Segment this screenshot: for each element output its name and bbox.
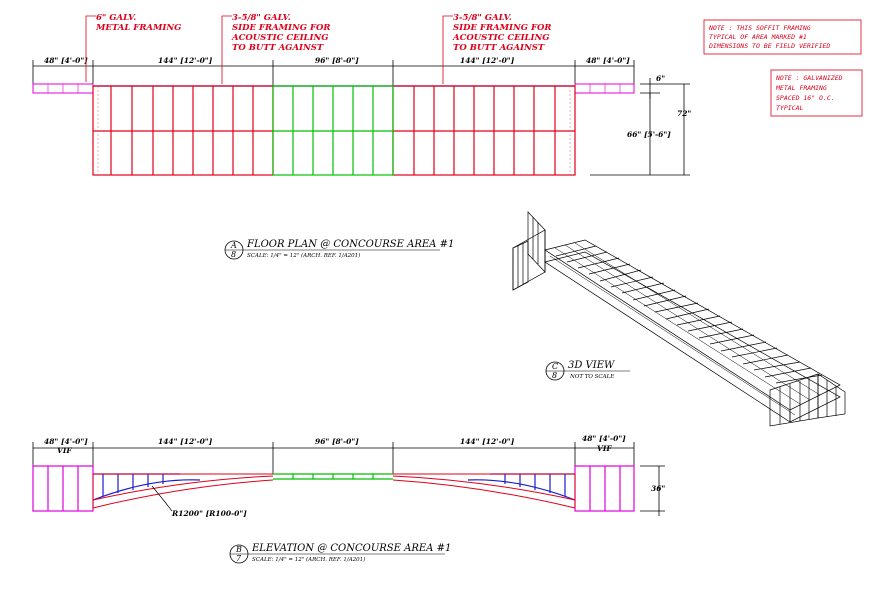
callout-metal-framing-1: 6" GALV.: [96, 13, 136, 23]
elev-dim-48-right: 48" [4'-0"]: [582, 434, 626, 443]
note2-line1: NOTE : GALVANIZED: [775, 74, 843, 82]
plan-dim-144-right: 144" [12'-0"]: [460, 56, 515, 65]
elev-dim-48-left: 48" [4'-0"]: [44, 437, 88, 446]
note-box-2: NOTE : GALVANIZED METAL FRAMING SPACED 1…: [770, 69, 863, 117]
callout-side-right-4: TO BUTT AGAINST: [453, 43, 545, 53]
plan-dim-66: 66" [5'-6"]: [627, 130, 671, 139]
plan-top-dimensions: [32, 60, 635, 92]
plan-dim-6: 6": [656, 74, 665, 83]
plan-bubble-sheet: 8: [231, 250, 236, 259]
view3d-bubble-letter: C: [552, 362, 558, 371]
callout-side-right-1: 3-5/8" GALV.: [453, 13, 512, 23]
elev-scale: SCALE: 1/4" = 12" (ARCH. REF. 1/A201): [252, 556, 365, 563]
plan-framing-grid: [92, 85, 576, 176]
view3d-title-block: C 8 3D VIEW NOT TO SCALE: [545, 360, 630, 381]
elev-title-block: B 7 ELEVATION @ CONCOURSE AREA #1 SCALE:…: [229, 543, 451, 564]
plan-acoustic-zone: [272, 85, 394, 176]
plan-end-wall-right: [574, 83, 635, 94]
view3d-title: 3D VIEW: [568, 360, 615, 371]
note1-line1: NOTE : THIS SOFFIT FRAMING: [708, 24, 811, 32]
callout-side-left-4: TO BUTT AGAINST: [232, 43, 324, 53]
elev-dim-144-right: 144" [12'-0"]: [460, 437, 515, 446]
plan-right-dimensions: [590, 78, 690, 176]
callout-side-right-2: SIDE FRAMING FOR: [453, 23, 552, 33]
callout-side-left-1: 3-5/8" GALV.: [232, 13, 291, 23]
isometric-3d-view: [512, 211, 846, 427]
note-box-1: NOTE : THIS SOFFIT FRAMING TYPICAL OF AR…: [703, 19, 862, 55]
plan-bubble-letter: A: [230, 241, 237, 250]
callout-side-left-3: ACOUSTIC CEILING: [231, 33, 329, 43]
callout-side-right-3: ACOUSTIC CEILING: [452, 33, 550, 43]
plan-title-block: A 8 FLOOR PLAN @ CONCOURSE AREA #1 SCALE…: [224, 239, 454, 260]
callout-metal-framing-2: METAL FRAMING: [95, 23, 181, 33]
plan-dim-48-left: 48" [4'-0"]: [44, 56, 88, 65]
note2-line4: TYPICAL: [776, 104, 803, 112]
elevation: 48" [4'-0"] VIF 144" [12'-0"] 96" [8'-0"…: [32, 434, 665, 518]
plan-title: FLOOR PLAN @ CONCOURSE AREA #1: [246, 239, 454, 250]
plan-dim-72: 72": [677, 109, 691, 118]
elev-bubble-sheet: 7: [236, 554, 242, 563]
elev-curved-soffit: [92, 473, 576, 509]
elev-vif-left: VIF: [57, 446, 72, 455]
view3d-scale: NOT TO SCALE: [569, 374, 614, 380]
floor-plan: 48" [4'-0"] 144" [12'-0"] 96" [8'-0"] 14…: [32, 13, 691, 176]
elev-vif-right: VIF: [597, 444, 612, 453]
elev-dim-144-left: 144" [12'-0"]: [158, 437, 213, 446]
elev-dim-96: 96" [8'-0"]: [315, 437, 359, 446]
elev-title: ELEVATION @ CONCOURSE AREA #1: [251, 543, 451, 554]
view3d-bubble-sheet: 8: [552, 371, 557, 380]
elev-bubble-letter: B: [235, 545, 242, 554]
plan-scale: SCALE: 1/4" = 12" (ARCH. REF. 1/A201): [247, 252, 360, 259]
note1-line2: TYPICAL OF AREA MARKED #1: [709, 33, 807, 41]
plan-dim-48-right: 48" [4'-0"]: [586, 56, 630, 65]
note2-line3: SPACED 16" O.C.: [776, 94, 835, 102]
note1-line3: DIMENSIONS TO BE FIELD VERIFIED: [708, 42, 830, 50]
elev-radius-label: R1200" [R100-0"]: [171, 509, 247, 518]
elev-acoustic-zone: [273, 473, 393, 480]
iso-cross-members: [555, 245, 823, 384]
elev-top-dimensions: [32, 442, 635, 474]
plan-dim-96: 96" [8'-0"]: [315, 56, 359, 65]
callout-side-left-2: SIDE FRAMING FOR: [232, 23, 331, 33]
plan-dim-144-left: 144" [12'-0"]: [158, 56, 213, 65]
elev-dim-36: 36": [651, 484, 665, 493]
note2-line2: METAL FRAMING: [775, 84, 827, 92]
